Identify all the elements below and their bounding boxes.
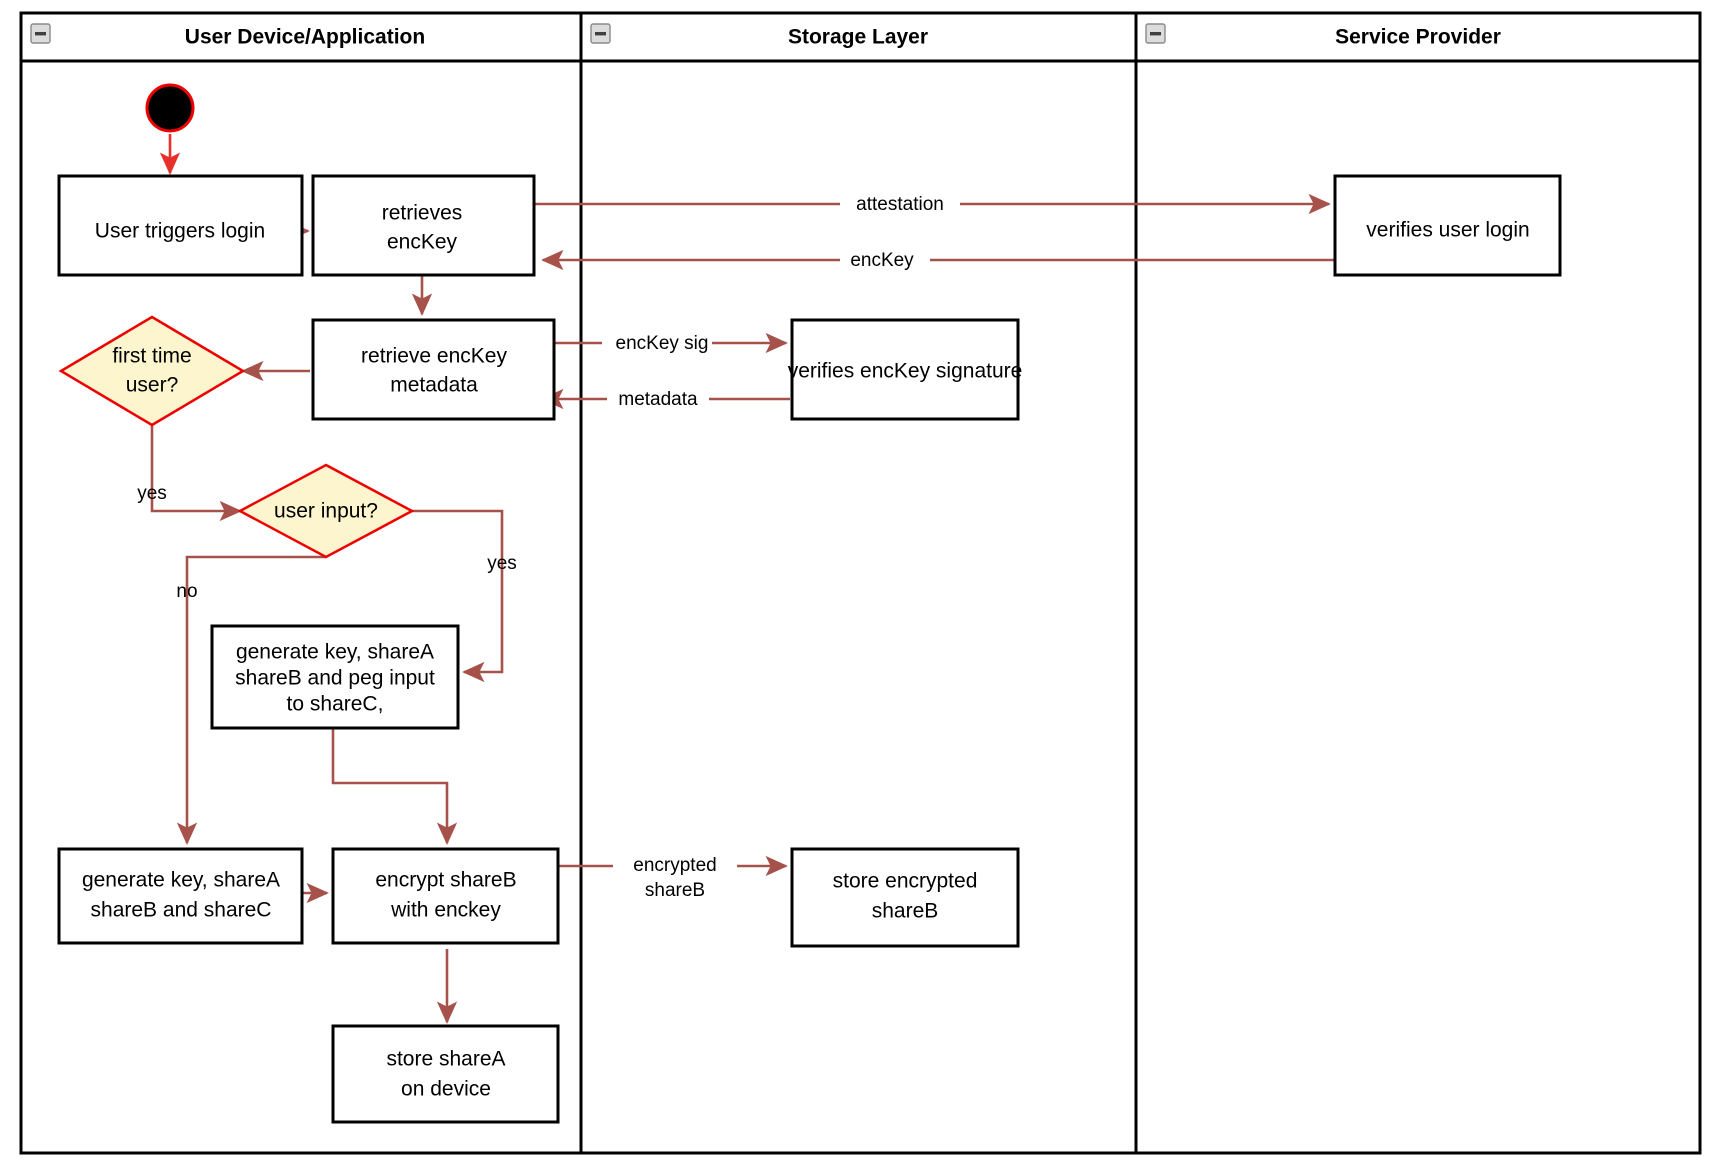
activity-generate-key-peg-input[interactable]: generate key, shareA shareB and peg inpu… bbox=[210, 624, 460, 730]
diagram-outer-border bbox=[19, 11, 1702, 1155]
branch-label-no-user-input: no bbox=[176, 581, 197, 602]
branch-label-yes-user-input: yes bbox=[487, 553, 517, 574]
activity-label-encrypt-shareb-line1: encrypt shareB bbox=[375, 869, 516, 892]
activity-label-retrieve-metadata-line2: metadata bbox=[390, 374, 478, 397]
activity-label-generate-peg-line3: to shareC, bbox=[287, 693, 384, 716]
edge-label-bg-metadata bbox=[607, 387, 709, 411]
edge-label-bg-attestation bbox=[840, 192, 960, 216]
edge-label-bg-enckey-sig bbox=[602, 331, 712, 355]
activity-retrieve-enckey-metadata[interactable]: retrieve encKey metadata bbox=[311, 318, 556, 421]
activity-label-verifies-enckey-signature: verifies encKey signature bbox=[788, 360, 1023, 383]
activity-retrieves-enckey[interactable]: retrieves encKey bbox=[311, 174, 536, 277]
activity-label-generate-abc-line2: shareB and shareC bbox=[91, 899, 272, 922]
decision-label-user-input: user input? bbox=[274, 500, 378, 523]
edge-first-time-user-yes bbox=[150, 411, 242, 522]
decision-user-input[interactable]: user input? bbox=[237, 463, 415, 559]
lane-header-storage-layer[interactable]: Storage Layer bbox=[590, 23, 928, 49]
activity-label-retrieves-enckey-line2: encKey bbox=[387, 231, 458, 254]
edge-label-attestation: attestation bbox=[856, 194, 944, 215]
edge-label-bg-enckey bbox=[840, 248, 930, 272]
lane-title-user-device: User Device/Application bbox=[185, 26, 425, 49]
activity-label-user-triggers-login: User triggers login bbox=[95, 220, 265, 243]
decision-label-first-time-user-line1: first time bbox=[112, 345, 191, 368]
activity-label-generate-peg-line2: shareB and peg input bbox=[235, 667, 435, 690]
edge-label-metadata: metadata bbox=[618, 389, 698, 410]
edge-label-encrypted-shareb-line1: encrypted bbox=[633, 855, 716, 876]
collapse-minus-icon[interactable] bbox=[1145, 23, 1166, 44]
decision-label-first-time-user-line2: user? bbox=[126, 374, 179, 397]
activity-label-store-encrypted-line2: shareB bbox=[872, 900, 939, 923]
activity-user-triggers-login[interactable]: User triggers login bbox=[57, 174, 304, 277]
activity-label-generate-abc-line1: generate key, shareA bbox=[82, 869, 280, 892]
activity-encrypt-shareb[interactable]: encrypt shareB with enckey bbox=[331, 847, 560, 945]
collapse-minus-icon[interactable] bbox=[590, 23, 611, 44]
branch-label-yes-first-time: yes bbox=[137, 483, 167, 504]
lane-title-service-provider: Service Provider bbox=[1335, 26, 1501, 49]
activity-verifies-user-login[interactable]: verifies user login bbox=[1333, 174, 1562, 277]
activity-label-store-encrypted-line1: store encrypted bbox=[833, 870, 978, 893]
activity-label-generate-peg-line1: generate key, shareA bbox=[236, 641, 434, 664]
edge-label-enckey: encKey bbox=[850, 250, 914, 271]
edge-label-bg-encrypted-shareb bbox=[613, 847, 737, 893]
activity-label-store-sharea-line1: store shareA bbox=[386, 1048, 505, 1071]
activity-label-retrieves-enckey-line1: retrieves bbox=[382, 202, 463, 225]
activity-label-store-sharea-line2: on device bbox=[401, 1078, 491, 1101]
activity-store-sharea-on-device[interactable]: store shareA on device bbox=[331, 1024, 560, 1124]
activity-label-encrypt-shareb-line2: with enckey bbox=[390, 899, 501, 922]
edge-user-input-yes bbox=[412, 509, 504, 683]
lane-header-user-device[interactable]: User Device/Application bbox=[30, 23, 425, 49]
activity-generate-key-shares[interactable]: generate key, shareA shareB and shareC bbox=[57, 847, 304, 945]
edge-label-encrypted-shareb-line2: shareB bbox=[645, 880, 705, 901]
edge-generate-peg-to-encrypt bbox=[331, 728, 458, 845]
activity-store-encrypted-shareb[interactable]: store encrypted shareB bbox=[790, 847, 1020, 948]
decision-first-time-user[interactable]: first time user? bbox=[58, 315, 246, 427]
activity-label-retrieve-metadata-line1: retrieve encKey bbox=[361, 345, 507, 368]
lane-header-service-provider[interactable]: Service Provider bbox=[1145, 23, 1501, 49]
collapse-minus-icon[interactable] bbox=[30, 23, 51, 44]
edge-label-enckey-sig: encKey sig bbox=[616, 333, 709, 354]
edge-user-input-no bbox=[176, 555, 326, 845]
initial-node-start[interactable] bbox=[145, 83, 195, 133]
activity-verifies-enckey-signature[interactable]: verifies encKey signature bbox=[788, 318, 1023, 421]
activity-label-verifies-user-login: verifies user login bbox=[1366, 219, 1529, 242]
lane-title-storage-layer: Storage Layer bbox=[788, 26, 928, 49]
